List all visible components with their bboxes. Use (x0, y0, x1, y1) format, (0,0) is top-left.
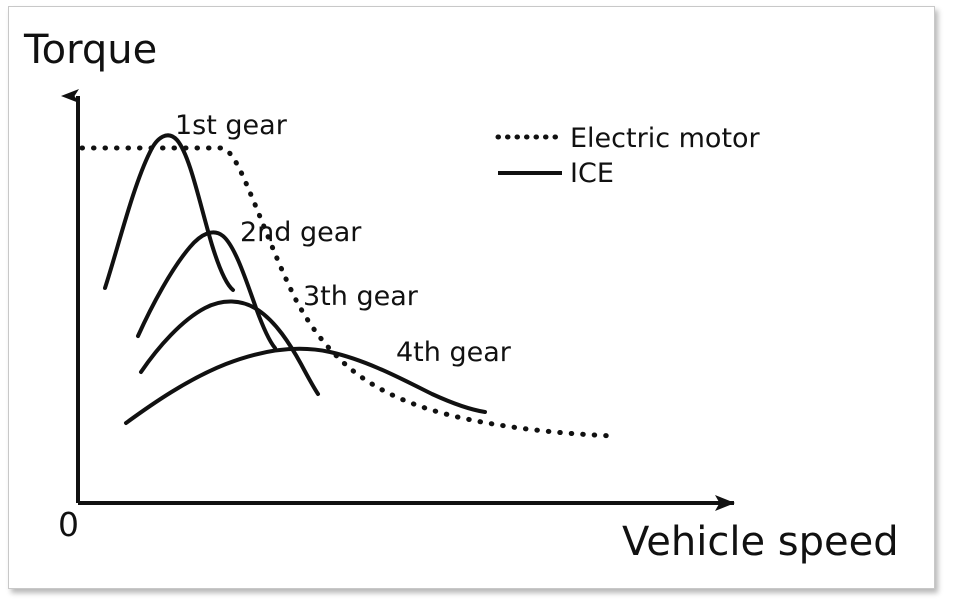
x-axis-title: Vehicle speed (622, 519, 899, 565)
legend-swatches (495, 134, 565, 175)
y-axis-title: Torque (24, 27, 158, 73)
figure-card (8, 6, 935, 589)
ice-gear-4-curve (124, 346, 487, 425)
ice-gear-1-curve (103, 133, 235, 292)
ice-gear-3-curve (139, 299, 320, 396)
series-label-gear-3: 3th gear (303, 281, 418, 312)
axis-lines (61, 89, 735, 511)
series-ice-gears (103, 133, 487, 425)
series-label-gear-1: 1st gear (175, 110, 287, 141)
origin-label: 0 (58, 505, 79, 544)
ice-gear-2-curve (136, 230, 277, 350)
series-label-gear-4: 4th gear (396, 337, 511, 368)
series-label-gear-2: 2nd gear (240, 217, 362, 248)
legend-label-ice: ICE (570, 158, 614, 189)
legend-label-electric-motor: Electric motor (570, 123, 760, 154)
